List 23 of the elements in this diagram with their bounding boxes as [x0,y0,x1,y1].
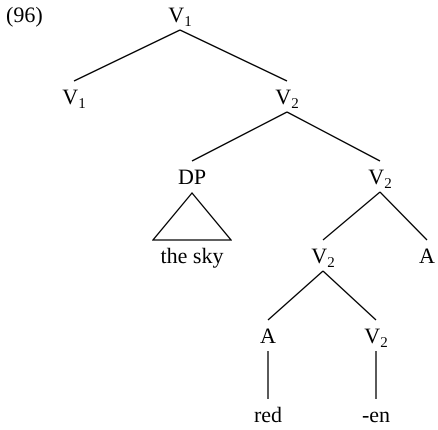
tree-node-label: V$_{2}$ [275,84,299,110]
tree-node-label: V$_{1}$ [168,2,192,28]
tree-node-label: -en [362,402,390,428]
tree-node-label: red [254,402,282,428]
tree-branch [267,351,269,399]
tree-node-label: A [419,243,435,269]
tree-branch [192,111,288,162]
tree-branch [268,270,324,320]
tree-node-label: A [260,323,276,349]
tree-node-label: V$_{2}$ [364,323,388,349]
tree-branch [180,29,288,82]
tree-node-label: V$_{2}$ [311,243,335,269]
tree-node-label: the sky [160,243,224,269]
tree-branch [322,270,376,320]
tree-branch [380,192,428,240]
tree-branch [286,111,380,162]
tree-node-label: DP [178,164,206,190]
tree-branch [375,351,377,399]
tree-node-label: V$_{1}$ [62,84,86,110]
tree-node-label: V$_{2}$ [368,164,392,190]
tree-branch [74,29,180,82]
example-number: (96) [6,2,43,28]
tree-branch [322,192,380,240]
